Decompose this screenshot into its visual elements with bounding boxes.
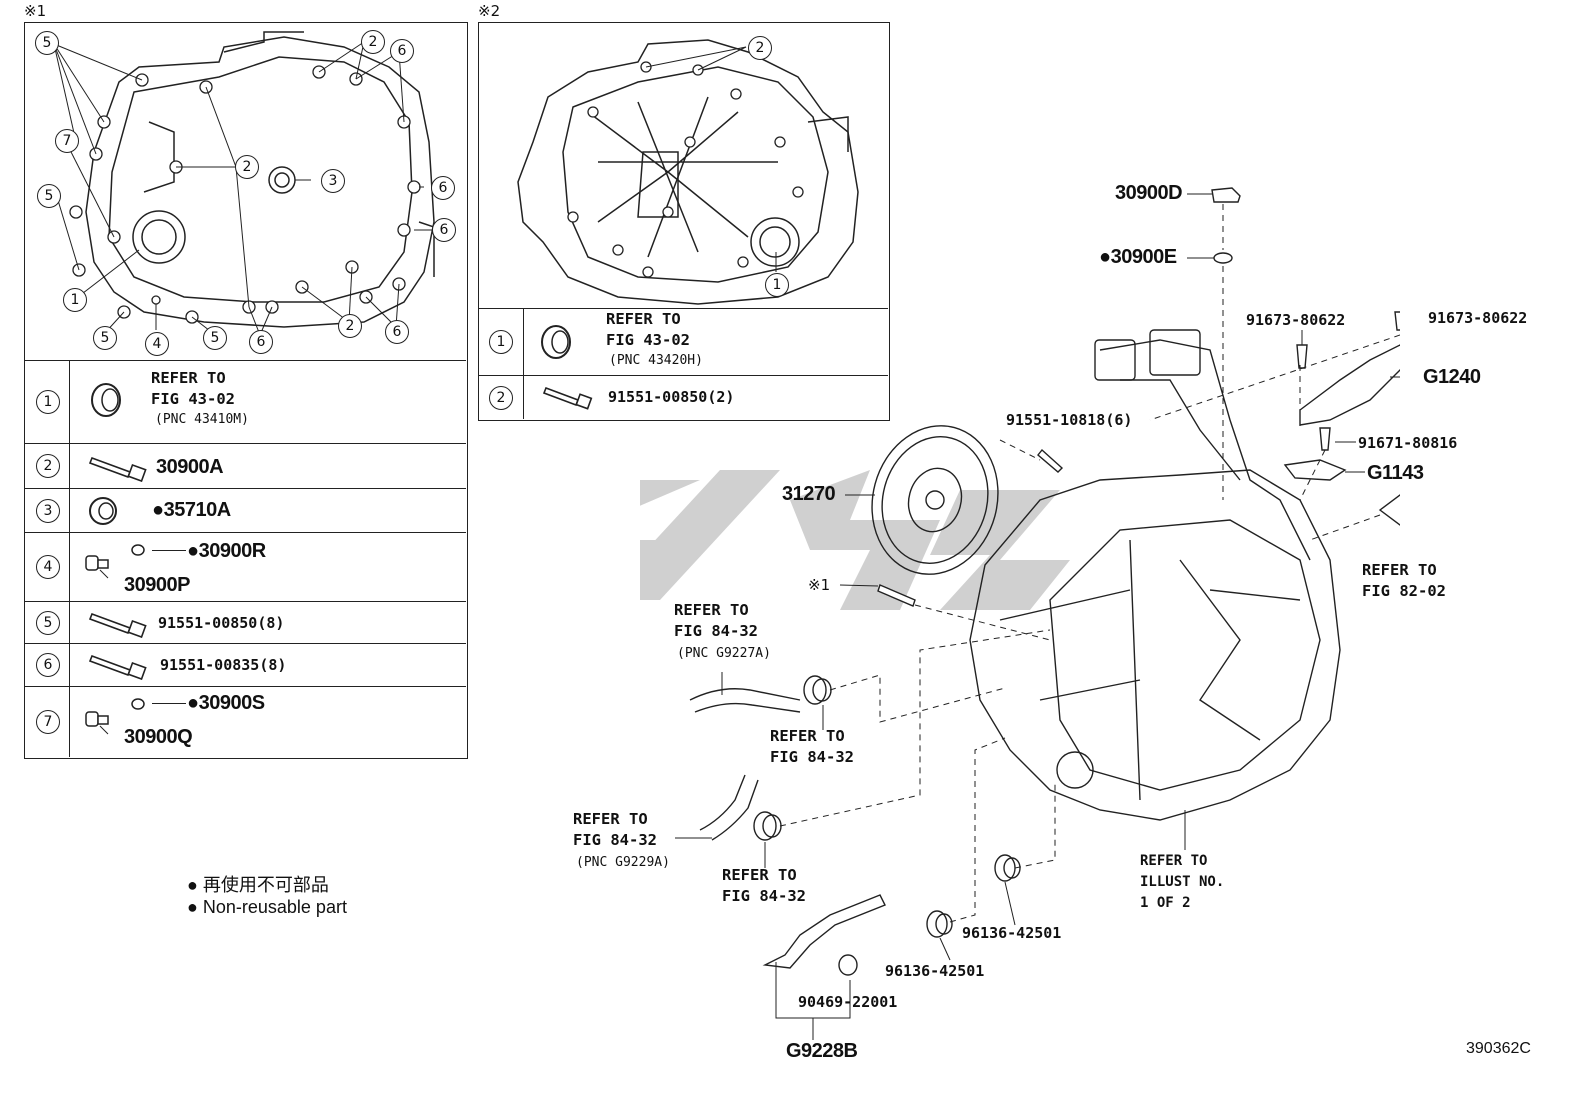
oil-seal-icon: [541, 325, 571, 359]
legend-en: ● Non-reusable part: [187, 897, 347, 917]
part-96136-a: 96136-42501: [962, 924, 1062, 942]
part-91671: 91671-80816: [1358, 434, 1458, 452]
bolt-icon: [88, 456, 147, 482]
part-91673-a: 91673-80622: [1246, 311, 1346, 329]
callout-6-bm: 6: [249, 330, 273, 354]
legend-jp: ● 再使用不可部品: [187, 875, 329, 895]
callout-5-bl: 5: [93, 326, 117, 350]
callout-2-mid: 2: [235, 155, 259, 179]
part-90469: 90469-22001: [798, 993, 898, 1011]
bolt-icon: [542, 386, 593, 410]
callout-5-top: 5: [35, 31, 59, 55]
part-G1240: G1240: [1423, 366, 1481, 388]
row7-part-b: 30900Q: [124, 726, 193, 748]
row5-part: 91551-00850(8): [158, 614, 285, 632]
bolt-icon: [88, 612, 147, 638]
panel1-callout-labels: 5 2 6 7 2 3 5 6 6 1 5 4 5 6 2 6: [24, 22, 468, 362]
panel1-mark: ※1: [24, 2, 47, 20]
oil-seal-icon: [91, 383, 121, 417]
panel1-table: 1 REFER TO FIG 43-02 (PNC 43410M) 2 3090…: [24, 360, 468, 757]
callout-6-right2: 6: [432, 218, 456, 242]
p2-row2-part: 91551-00850(2): [608, 388, 735, 406]
pnc-g9227a: (PNC G9227A): [677, 646, 771, 661]
row7-num: 7: [36, 710, 60, 734]
part-30900E: ●30900E: [1099, 246, 1177, 268]
row3-num: 3: [36, 499, 60, 523]
pnc-g9229a: (PNC G9229A): [576, 855, 670, 870]
transaxle-drawing: [640, 187, 1400, 1040]
row6-num: 6: [36, 653, 60, 677]
callout-6-bot: 6: [385, 320, 409, 344]
panel2-callout-1: 1: [765, 273, 789, 297]
part-31270: 31270: [782, 483, 836, 505]
callout-5-bm: 5: [203, 326, 227, 350]
refer-fig-84-32-a: REFER TO FIG 84-32: [674, 601, 758, 640]
figure-id: 390362C: [1466, 1040, 1531, 1057]
p2-row1-line1: REFER TO: [606, 310, 681, 328]
part-96136-b: 96136-42501: [885, 962, 985, 980]
p2-row1-line3: (PNC 43420H): [609, 353, 703, 368]
callout-2-bot: 2: [338, 314, 362, 338]
part-30900D: 30900D: [1115, 182, 1183, 204]
row1-line1: REFER TO: [151, 369, 226, 387]
row4-num: 4: [36, 555, 60, 579]
row2-part: 30900A: [156, 456, 224, 478]
callout-5-left: 5: [37, 184, 61, 208]
bolt-icon: [88, 654, 147, 680]
seal-icon: [89, 497, 117, 525]
callout-2-top: 2: [361, 30, 385, 54]
part-91673-b: 91673-80622: [1428, 309, 1528, 327]
part-91551-10818: 91551-10818(6): [1006, 411, 1133, 429]
callout-3: 3: [321, 169, 345, 193]
refer-fig-84-32-b: REFER TO FIG 84-32: [770, 727, 854, 766]
row4-part-b: 30900P: [124, 574, 190, 596]
row7-part-a: ●30900S: [187, 692, 265, 714]
mark-1: ※1: [808, 576, 831, 594]
callout-7: 7: [55, 129, 79, 153]
callout-6-right: 6: [431, 176, 455, 200]
panel2-callout-2: 2: [748, 36, 772, 60]
panel2-mark: ※2: [478, 2, 501, 20]
row4-part-a: ●30900R: [187, 540, 266, 562]
panel1-frame: [24, 22, 468, 759]
plug-icon: [85, 544, 145, 579]
p2-row1-line2: FIG 43-02: [606, 331, 690, 349]
panel1-drawing: [53, 31, 439, 336]
callout-4: 4: [145, 332, 169, 356]
p2-row1-num: 1: [489, 330, 513, 354]
row6-part: 91551-00835(8): [160, 656, 287, 674]
row2-num: 2: [36, 454, 60, 478]
row5-num: 5: [36, 611, 60, 635]
part-G1143: G1143: [1367, 462, 1424, 484]
row1-line2: FIG 43-02: [151, 390, 235, 408]
refer-fig-84-32-c: REFER TO FIG 84-32: [573, 810, 657, 849]
panel2-table: 1 REFER TO FIG 43-02 (PNC 43420H) 2 9155…: [478, 308, 890, 419]
refer-illust-1-of-2: REFER TO ILLUST NO. 1 OF 2: [1140, 853, 1225, 911]
callout-1: 1: [63, 288, 87, 312]
plug-icon: [85, 698, 145, 735]
callout-6-top: 6: [390, 39, 414, 63]
p2-row2-num: 2: [489, 386, 513, 410]
row1-line3: (PNC 43410M): [155, 412, 249, 427]
row3-part: ●35710A: [152, 499, 231, 521]
row1-num: 1: [36, 390, 60, 414]
panel2-drawing: [517, 39, 859, 305]
refer-fig-82-02: REFER TO FIG 82-02: [1362, 561, 1446, 600]
refer-fig-84-32-d: REFER TO FIG 84-32: [722, 866, 806, 905]
watermark-logo: [640, 470, 1070, 610]
part-G9228B: G9228B: [786, 1040, 858, 1062]
